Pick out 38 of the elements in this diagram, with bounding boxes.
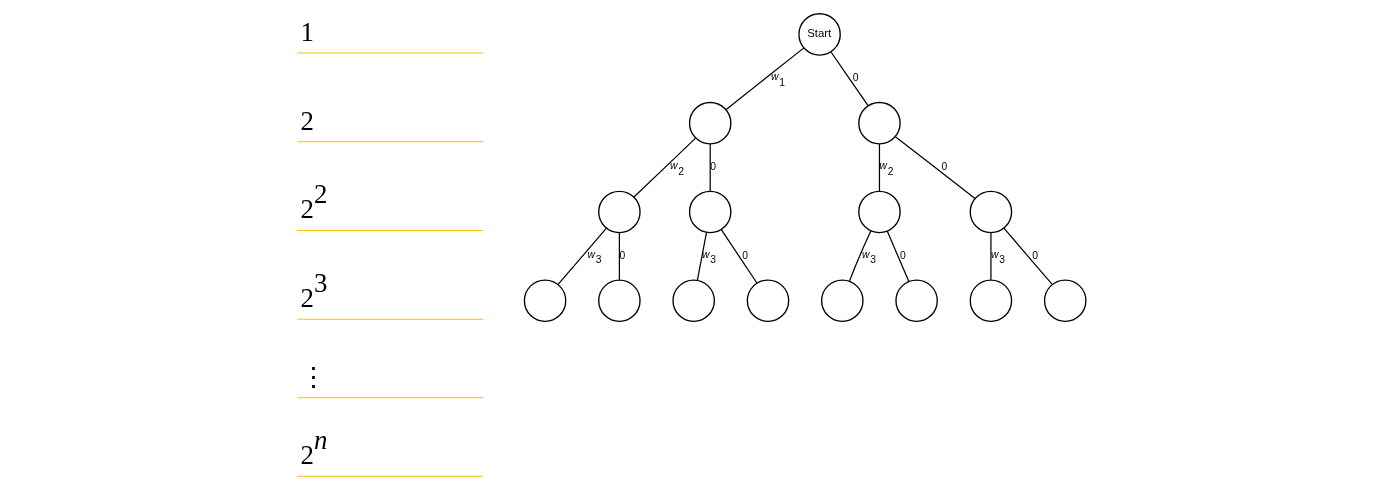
edge-label: 0 bbox=[619, 249, 626, 261]
node-circle bbox=[858, 190, 901, 234]
connector bbox=[725, 47, 805, 111]
node-circle bbox=[969, 279, 1013, 322]
node-circle bbox=[688, 101, 732, 145]
connector bbox=[830, 51, 869, 107]
node-circle: Start bbox=[798, 13, 841, 56]
connector bbox=[720, 229, 758, 284]
node-circle bbox=[821, 279, 864, 322]
node-circle bbox=[688, 190, 732, 234]
node-circle bbox=[523, 279, 567, 322]
connector bbox=[848, 230, 872, 282]
node-circle bbox=[858, 101, 901, 145]
node-circle bbox=[746, 279, 790, 322]
connector bbox=[709, 143, 711, 192]
edge-label: 0 bbox=[941, 161, 948, 173]
edge-label: 0 bbox=[1032, 249, 1038, 261]
label: 2 bbox=[300, 106, 314, 137]
connector bbox=[990, 232, 992, 281]
edge-label: 0 bbox=[900, 249, 906, 261]
node-circle bbox=[969, 190, 1013, 234]
node-circle bbox=[672, 279, 715, 322]
connector bbox=[1003, 227, 1053, 286]
connector bbox=[878, 143, 881, 192]
label: 1 bbox=[300, 17, 314, 48]
edge-label: 0 bbox=[852, 72, 859, 84]
label: ⋮ bbox=[300, 362, 328, 393]
connector bbox=[618, 232, 620, 281]
connector bbox=[894, 136, 976, 200]
node-circle bbox=[1043, 279, 1087, 322]
edge-label: 0 bbox=[742, 249, 748, 261]
connector bbox=[696, 232, 708, 281]
node-circle bbox=[598, 279, 641, 322]
connector bbox=[633, 137, 697, 198]
node-circle bbox=[598, 190, 641, 234]
node-circle bbox=[895, 279, 938, 322]
connector bbox=[886, 230, 910, 282]
connector bbox=[557, 227, 608, 286]
